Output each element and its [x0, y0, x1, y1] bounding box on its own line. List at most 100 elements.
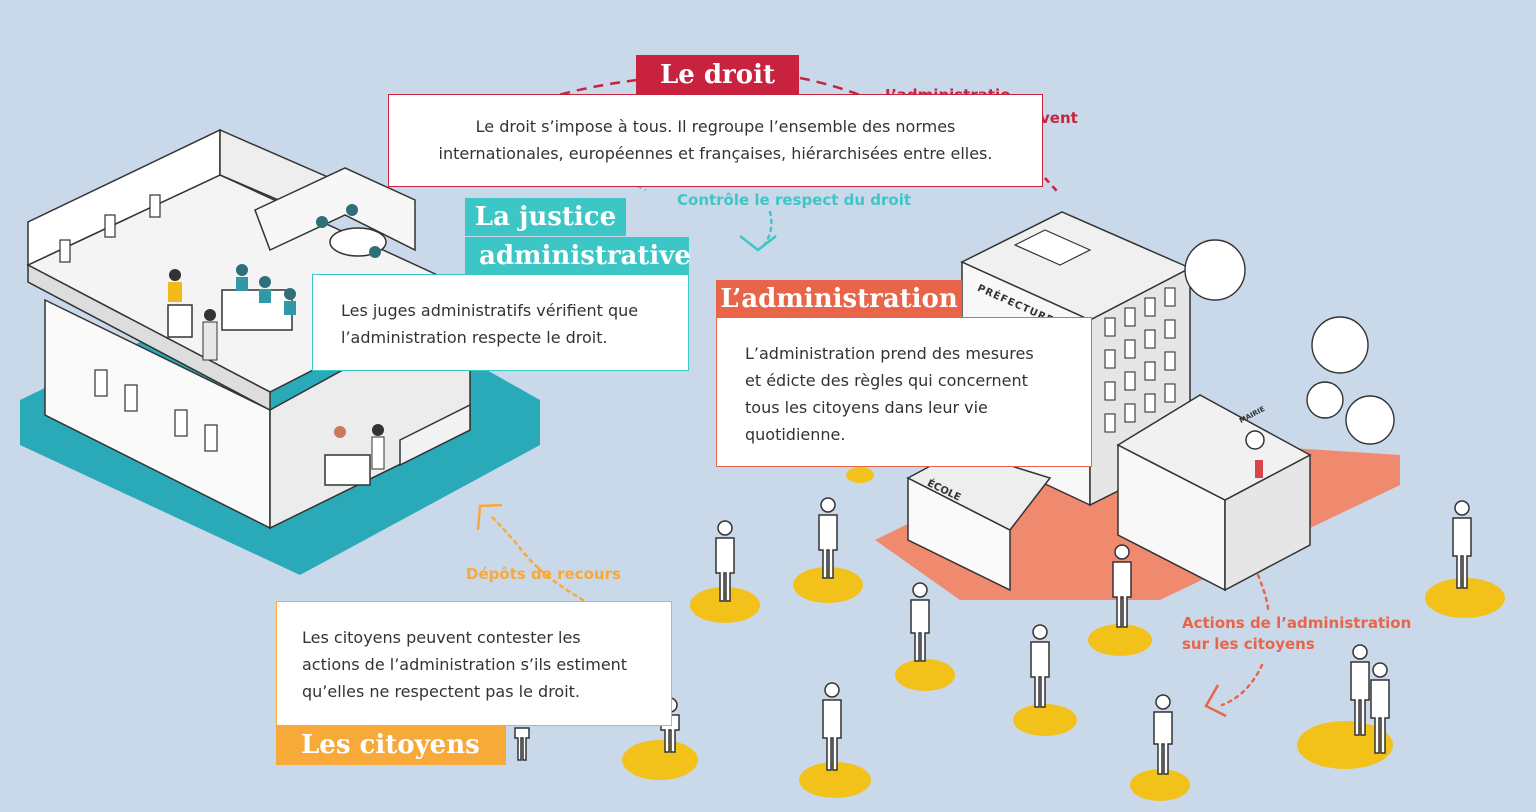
judge-figure [284, 288, 296, 300]
citizen-figure [824, 682, 840, 698]
citoyens-box: Les citoyens peuvent contester les actio… [276, 601, 672, 726]
citizen-disc [1297, 721, 1393, 769]
citizen-figure [910, 599, 930, 662]
citizen-figure [1114, 544, 1130, 560]
prefecture-roof-box [1013, 229, 1092, 266]
citizen-figure [822, 699, 842, 771]
citizen-figure [1112, 561, 1132, 628]
citizen-figure [1030, 641, 1050, 708]
depots-arrowhead [476, 503, 503, 531]
receptionist-figure [334, 426, 346, 438]
actions-arrowhead [1204, 684, 1227, 718]
judge-figure [259, 276, 271, 288]
trees [1184, 239, 1395, 445]
citizen-disc [690, 587, 760, 623]
citizen-figure [1370, 679, 1390, 754]
citizen-figure [1454, 500, 1470, 516]
administration-box: L’administration prend des mesures et éd… [716, 317, 1092, 467]
judge-figure [284, 301, 296, 315]
citizen-figure [1032, 624, 1048, 640]
justice-text-line1: Les juges administratifs vérifient que [341, 301, 639, 320]
citizen-disc [846, 467, 874, 483]
citizen-figure [717, 520, 733, 536]
visitor-figure [371, 436, 385, 470]
citizen-disc [793, 567, 863, 603]
mairie-clock [1245, 430, 1265, 450]
citizen-disc [895, 659, 955, 691]
justice-front-wall [27, 263, 271, 412]
justice-window [104, 214, 116, 238]
justice-window [174, 409, 188, 437]
judges [168, 204, 385, 470]
droit-arc-lower-right [1044, 177, 1059, 193]
droit-arc-right [799, 76, 861, 97]
citizen-disc [1013, 704, 1077, 736]
citizen-figure [818, 514, 838, 579]
justice-window [204, 424, 218, 452]
visitor-figure [372, 424, 384, 436]
meeting-figure [369, 246, 381, 258]
citizen-figure [514, 727, 530, 761]
clerk-figure [202, 321, 218, 361]
mairie-flag [1255, 460, 1263, 478]
justice-box: Les juges administratifs vérifient que l… [312, 274, 689, 371]
citizen-disc [1130, 769, 1190, 801]
meeting-figure [316, 216, 328, 228]
justice-title-line1: La justice [465, 198, 626, 236]
justice-window [59, 239, 71, 263]
administration-text-line3: tous les citoyens dans leur vie [745, 398, 988, 417]
depots-arrow [488, 513, 585, 602]
droit-title: Le droit [636, 55, 799, 95]
actions-arrow [1256, 573, 1270, 612]
judge-figure [259, 289, 271, 303]
citizen-figure [1350, 661, 1370, 736]
depots-label: Dépôts de recours [466, 565, 621, 583]
lawyer-figure [169, 269, 181, 281]
clerk-figure [204, 309, 216, 321]
actions-arrow-lower [1220, 663, 1264, 707]
citizen-figure [1352, 644, 1368, 660]
justice-low-wall [399, 403, 471, 467]
controle-label: Contrôle le respect du droit [677, 191, 912, 209]
citizen-figure [715, 537, 735, 602]
justice-text-line2: l’administration respecte le droit. [341, 328, 608, 347]
citizen-figure [1452, 517, 1472, 589]
administration-text-line2: et édicte des règles qui concernent [745, 371, 1028, 390]
justice-window [124, 384, 138, 412]
citizen-figure [1153, 711, 1173, 775]
lawyer-figure [168, 282, 182, 302]
citizen-figure [820, 497, 836, 513]
justice-podium [167, 304, 193, 338]
citoyens-text-line1: Les citoyens peuvent contester les [302, 628, 581, 647]
justice-window [94, 369, 108, 397]
citoyens-text-line3: qu’elles ne respectent pas le droit. [302, 682, 581, 701]
citizen-figure [1155, 694, 1171, 710]
droit-text-line2: internationales, européennes et français… [438, 144, 993, 163]
justice-bench [221, 289, 293, 331]
citizen-disc [799, 762, 871, 798]
administration-text-line1: L’administration prend des mesures [745, 344, 1034, 363]
justice-title-line2: administrative [465, 237, 691, 275]
justice-window [149, 194, 161, 218]
citizen-figure [1372, 662, 1388, 678]
meeting-figure [346, 204, 358, 216]
justice-reception-desk [324, 454, 371, 486]
administration-title: L’administration [716, 280, 962, 318]
citoyens-title: Les citoyens [276, 726, 506, 765]
administration-text-line4: quotidienne. [745, 425, 846, 444]
citizen-disc [1425, 578, 1505, 618]
actions-label-line1: Actions de l’administration [1182, 614, 1412, 632]
droit-text-line1: Le droit s’impose à tous. Il regroupe l’… [475, 117, 956, 136]
justice-room-wall [254, 167, 416, 252]
actions-label-line2: sur les citoyens [1182, 635, 1315, 653]
judge-figure [236, 277, 248, 291]
prefecture-windows [1104, 287, 1176, 433]
citoyens-text-line2: actions de l’administration s’ils estime… [302, 655, 628, 674]
citizens [514, 467, 1505, 801]
citizen-figure [912, 582, 928, 598]
droit-box: Le droit s’impose à tous. Il regroupe l’… [388, 94, 1043, 187]
judge-figure [236, 264, 248, 276]
citizen-disc [622, 740, 698, 780]
controle-arrowhead [739, 235, 777, 252]
citizen-disc [1088, 624, 1152, 656]
